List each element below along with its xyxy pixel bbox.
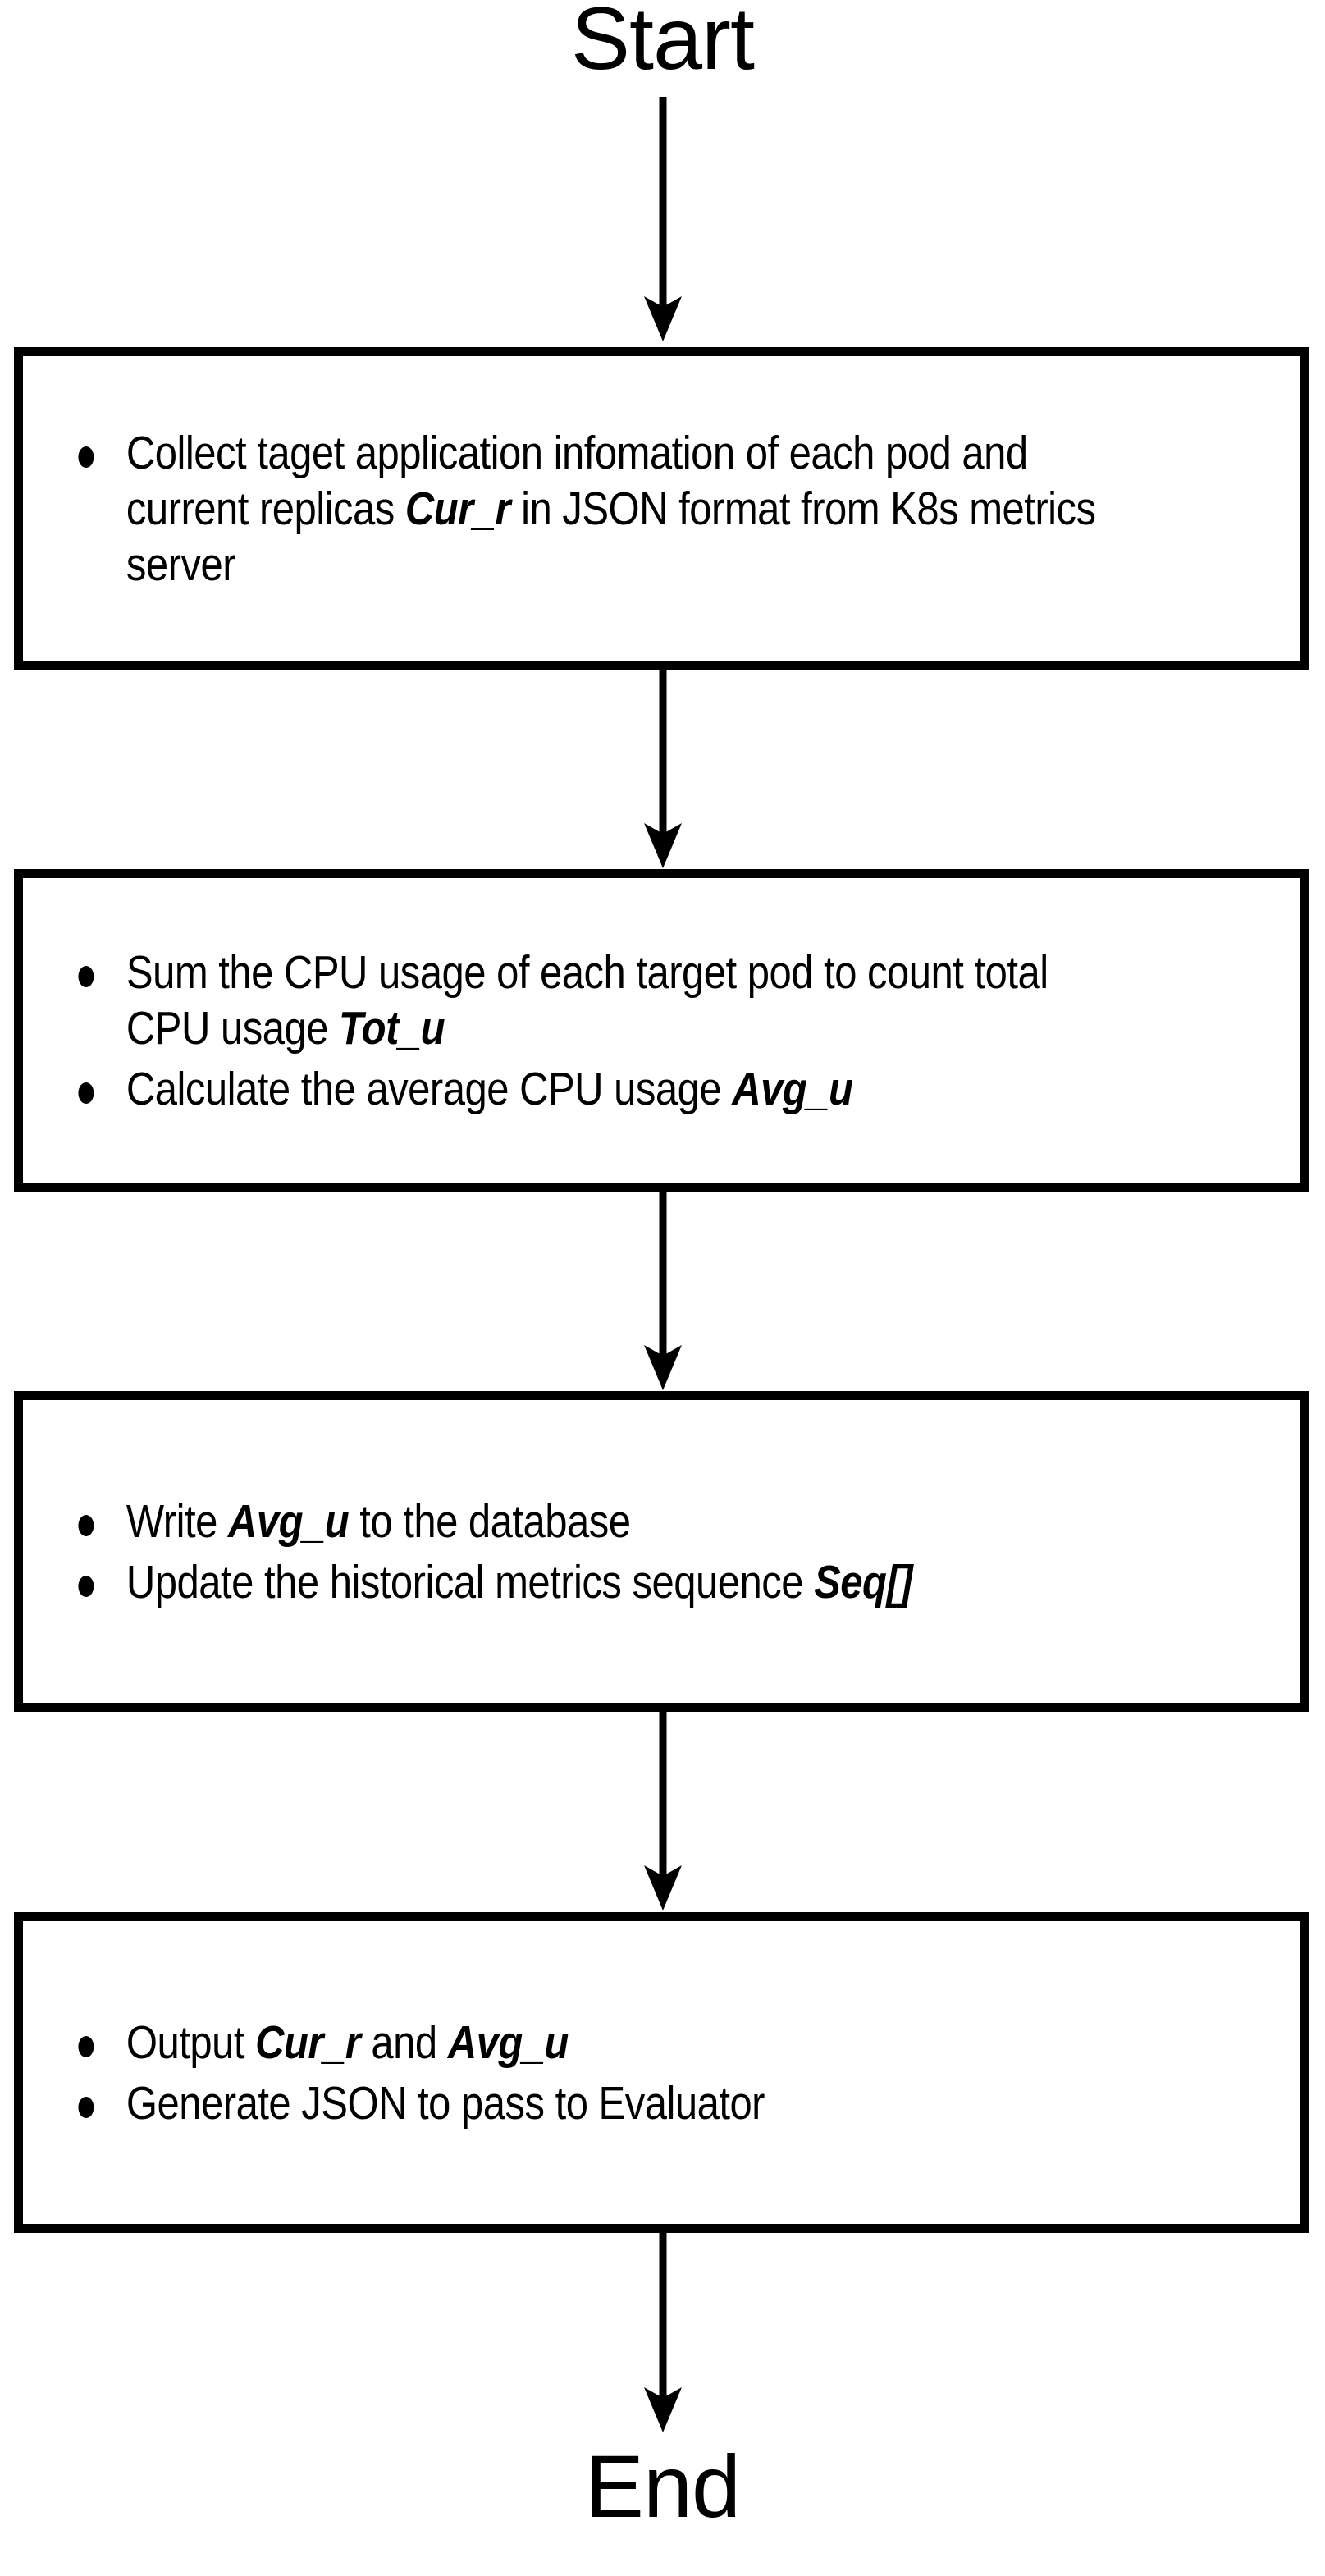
terminal-end-label: End (584, 2436, 741, 2536)
edge-box3-to-box4 (638, 1712, 688, 1912)
text-segment: Update the historical metrics sequence (126, 1555, 815, 1608)
variable-tot-u: Tot_u (339, 1002, 445, 1055)
variable-seq: Seq[] (814, 1555, 913, 1608)
process-box-compute-usage: Sum the CPU usage of each target pod to … (14, 869, 1309, 1192)
list-item: Write Avg_u to the database (75, 1494, 1100, 1549)
process-box-collect-metrics: Collect taget application infomation of … (14, 347, 1309, 670)
bullet-list: Write Avg_u to the database Update the h… (23, 1494, 1300, 1610)
list-item: Update the historical metrics sequence S… (75, 1554, 1100, 1610)
variable-avg-u: Avg_u (447, 2016, 569, 2069)
list-item: Sum the CPU usage of each target pod to … (75, 945, 1100, 1056)
bullet-list: Sum the CPU usage of each target pod to … (23, 945, 1300, 1117)
process-box-output-json: Output Cur_r and Avg_u Generate JSON to … (14, 1912, 1309, 2233)
bullet-dot-icon (78, 1082, 94, 1104)
text-segment: Output (126, 2016, 256, 2069)
bullet-dot-icon (78, 1575, 94, 1597)
process-box-persist-metrics: Write Avg_u to the database Update the h… (14, 1391, 1309, 1712)
edge-start-to-box1 (638, 97, 688, 343)
text-segment: Calculate the average CPU usage (126, 1063, 733, 1115)
bullet-dot-icon (78, 1514, 94, 1536)
text-segment: Sum the CPU usage of each target pod to … (126, 946, 1049, 1055)
bullet-dot-icon (78, 2035, 94, 2057)
list-item: Output Cur_r and Avg_u (75, 2015, 1100, 2070)
variable-avg-u: Avg_u (732, 1063, 853, 1115)
edge-box4-to-end (638, 2233, 688, 2434)
variable-cur-r: Cur_r (404, 483, 511, 535)
bullet-dot-icon (78, 2096, 94, 2118)
edge-box2-to-box3 (638, 1192, 688, 1392)
bullet-dot-icon (78, 966, 94, 987)
text-segment: to the database (349, 1494, 631, 1548)
list-item: Generate JSON to pass to Evaluator (75, 2075, 1100, 2131)
text-segment: in JSON format from K8s metrics server (126, 483, 1096, 591)
text-segment: and (360, 2016, 448, 2069)
variable-avg-u: Avg_u (227, 1494, 350, 1548)
bullet-list: Output Cur_r and Avg_u Generate JSON to … (23, 2015, 1300, 2131)
bullet-list: Collect taget application infomation of … (23, 425, 1300, 593)
text-segment: Generate JSON to pass to Evaluator (126, 2076, 765, 2130)
edge-box1-to-box2 (638, 670, 688, 870)
variable-cur-r: Cur_r (255, 2016, 361, 2069)
text-segment: Write (126, 1494, 228, 1548)
text-segment: Collect taget application infomation of … (126, 427, 1028, 535)
bullet-dot-icon (78, 446, 94, 468)
list-item: Calculate the average CPU usage Avg_u (75, 1061, 1100, 1117)
terminal-start-label: Start (570, 0, 755, 88)
list-item: Collect taget application infomation of … (75, 425, 1100, 593)
